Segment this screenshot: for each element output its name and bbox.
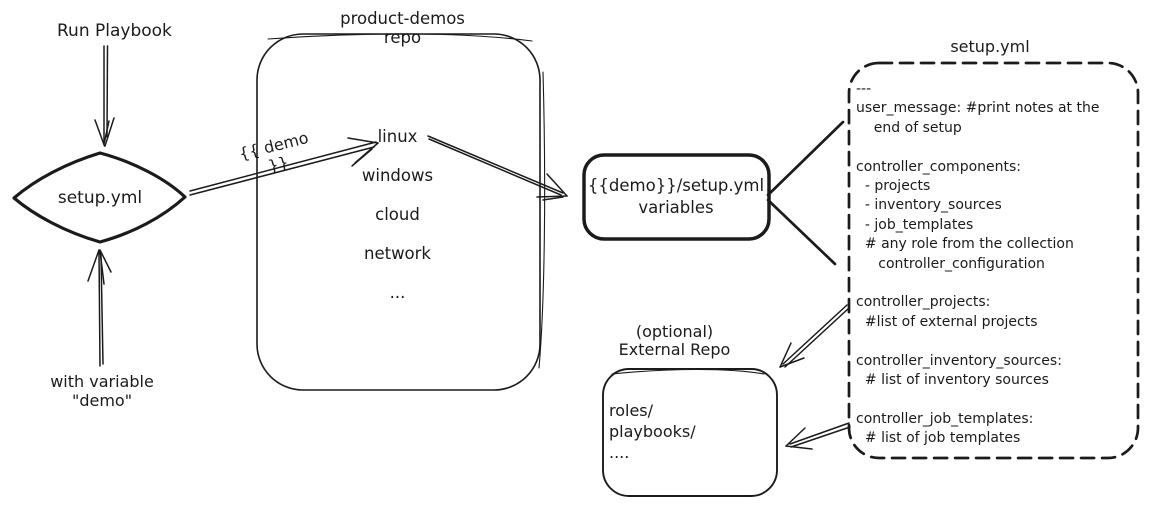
with-variable-arrow [87, 249, 112, 367]
variables-box-label: {{demo}}/setup.yml variables [587, 175, 765, 217]
repo-item: linux [377, 127, 418, 146]
repo-item: windows [361, 166, 434, 185]
setupyml-dashed-box-shape [847, 61, 1140, 460]
run-playbook-label: Run Playbook [57, 21, 172, 41]
repo-box-shape [256, 33, 546, 391]
repo-title: product-demos repo [340, 9, 465, 47]
setup-diamond-shape [12, 151, 187, 244]
linux-to-variables-arrow [427, 135, 568, 201]
external-repo-box-shape [602, 368, 778, 497]
variables-to-setupyml-lines [766, 120, 845, 266]
variables-box-shape [582, 153, 771, 241]
setup-diamond-label: setup.yml [57, 188, 143, 208]
projects-to-external-arrow [779, 304, 850, 368]
external-repo-content: roles/ playbooks/ .... [609, 401, 696, 462]
run-playbook-arrow [94, 45, 115, 147]
repo-item: cloud [375, 205, 420, 224]
external-repo-title: (optional) External Repo [618, 322, 731, 359]
jobtemplates-to-external-arrow [785, 422, 851, 450]
repo-item: ... [389, 283, 406, 302]
setupyml-title: setup.yml [950, 37, 1030, 56]
with-variable-label: with variable "demo" [50, 372, 154, 410]
repo-item-list: linux windows cloud network ... [330, 117, 465, 312]
demo-arrow-shape [189, 137, 379, 196]
repo-item: network [363, 244, 431, 263]
setupyml-code: --- user_message: #print notes at the en… [856, 81, 1100, 447]
